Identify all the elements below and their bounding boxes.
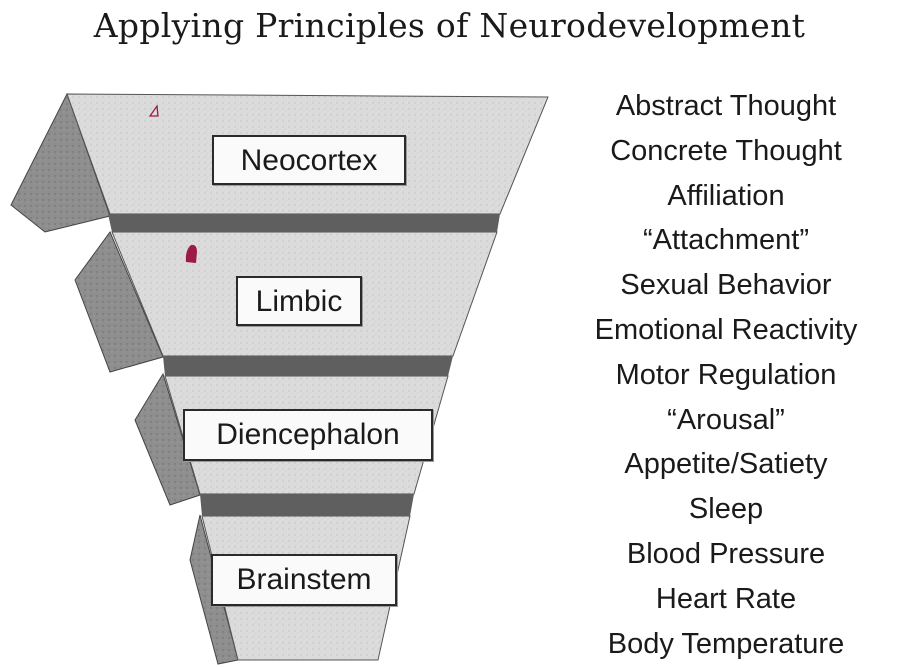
function-item: Sleep <box>553 487 899 532</box>
region-label-limbic: Limbic <box>236 276 362 326</box>
function-item: Blood Pressure <box>553 532 899 577</box>
divider-band-3 <box>200 494 414 516</box>
function-item: Emotional Reactivity <box>553 308 899 353</box>
function-item: Abstract Thought <box>553 84 899 129</box>
function-item: Sexual Behavior <box>553 263 899 308</box>
region-label-neocortex: Neocortex <box>212 135 406 185</box>
function-list: Abstract Thought Concrete Thought Affili… <box>553 84 899 666</box>
divider-band-1 <box>108 214 500 232</box>
function-item: Body Temperature <box>553 622 899 667</box>
divider-band-2 <box>163 356 453 376</box>
function-item: Appetite/Satiety <box>553 442 899 487</box>
function-item: Concrete Thought <box>553 129 899 174</box>
region-label-brainstem: Brainstem <box>211 554 397 606</box>
function-item: Affiliation <box>553 174 899 219</box>
function-item: “Attachment” <box>553 218 899 263</box>
region-label-diencephalon: Diencephalon <box>183 409 433 461</box>
function-item: “Arousal” <box>553 398 899 443</box>
function-item: Motor Regulation <box>553 353 899 398</box>
function-item: Heart Rate <box>553 577 899 622</box>
